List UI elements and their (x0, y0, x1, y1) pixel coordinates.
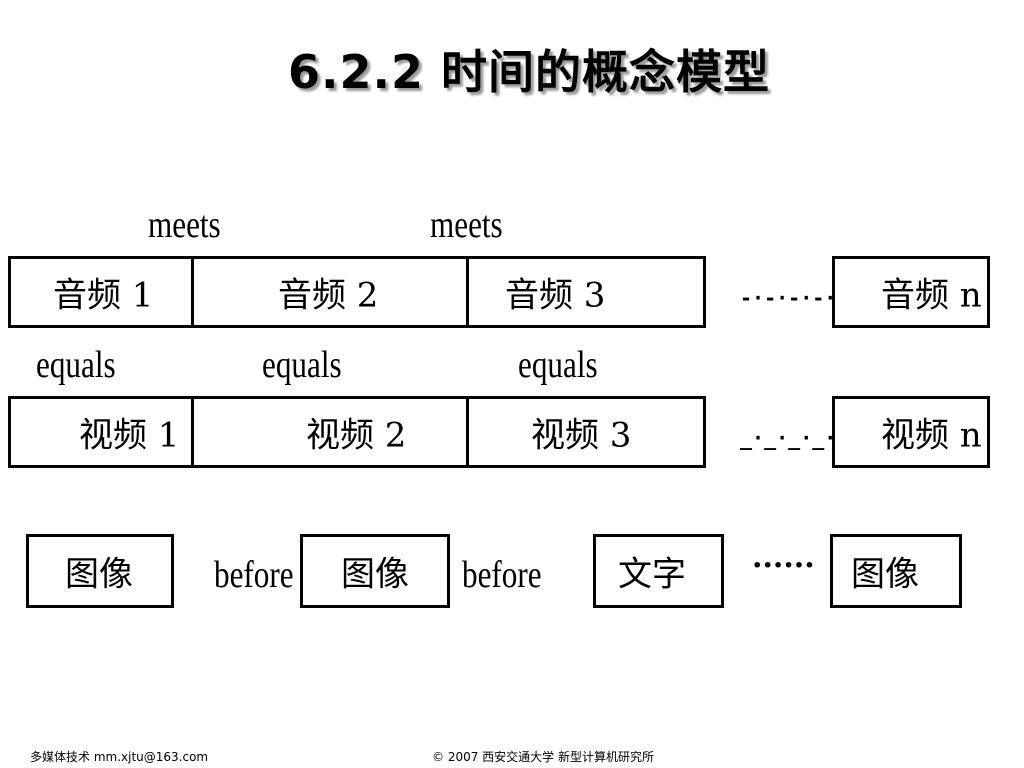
footer-left: 多媒体技术 mm.xjtu@163.com (30, 750, 209, 764)
video-segment-n: 视频 n (832, 396, 990, 468)
footer-center: © 2007 西安交通大学 新型计算机研究所 (432, 750, 654, 764)
equals-label-2: equals (262, 344, 342, 386)
image-box-n: 图像 (830, 534, 962, 608)
image-box-1: 图像 (26, 534, 174, 608)
before-label-1: before (214, 554, 294, 596)
video-track-box: 视频 1 视频 2 视频 3 (8, 396, 706, 468)
video-segment-3-label: 视频 3 (531, 415, 632, 456)
audio-segment-1-label: 音频 1 (53, 275, 154, 316)
video-segment-1: 视频 1 (11, 399, 194, 465)
image-box-2: 图像 (300, 534, 450, 608)
video-gap-dashes: _·_·_·_· (740, 426, 837, 450)
video-segment-2-label: 视频 2 (306, 415, 407, 456)
meets-label-1: meets (148, 204, 221, 246)
video-segment-2: 视频 2 (194, 399, 469, 465)
audio-segment-n-label: 音频 n (881, 275, 982, 316)
audio-segment-1: 音频 1 (11, 259, 194, 325)
meets-label-2: meets (430, 204, 503, 246)
before-label-2: before (462, 554, 542, 596)
equals-label-1: equals (36, 344, 116, 386)
image-box-1-label: 图像 (65, 554, 133, 595)
audio-segment-2: 音频 2 (194, 259, 469, 325)
video-segment-1-label: 视频 1 (79, 415, 180, 456)
audio-track-box: 音频 1 音频 2 音频 3 (8, 256, 706, 328)
media-gap-dots: ······ (752, 548, 815, 583)
video-segment-3: 视频 3 (469, 399, 703, 465)
video-segment-n-label: 视频 n (881, 415, 982, 456)
slide-title: 6.2.2 时间的概念模型 (288, 45, 770, 99)
text-box: 文字 (593, 534, 724, 608)
image-box-2-label: 图像 (341, 554, 409, 595)
equals-label-3: equals (518, 344, 598, 386)
image-box-n-label: 图像 (851, 554, 919, 595)
audio-gap-dashes: -·-·-·-·- (740, 286, 849, 310)
audio-segment-2-label: 音频 2 (278, 275, 379, 316)
audio-segment-3-label: 音频 3 (505, 275, 606, 316)
audio-segment-3: 音频 3 (469, 259, 703, 325)
audio-segment-n: 音频 n (832, 256, 990, 328)
text-box-label: 文字 (618, 554, 686, 595)
